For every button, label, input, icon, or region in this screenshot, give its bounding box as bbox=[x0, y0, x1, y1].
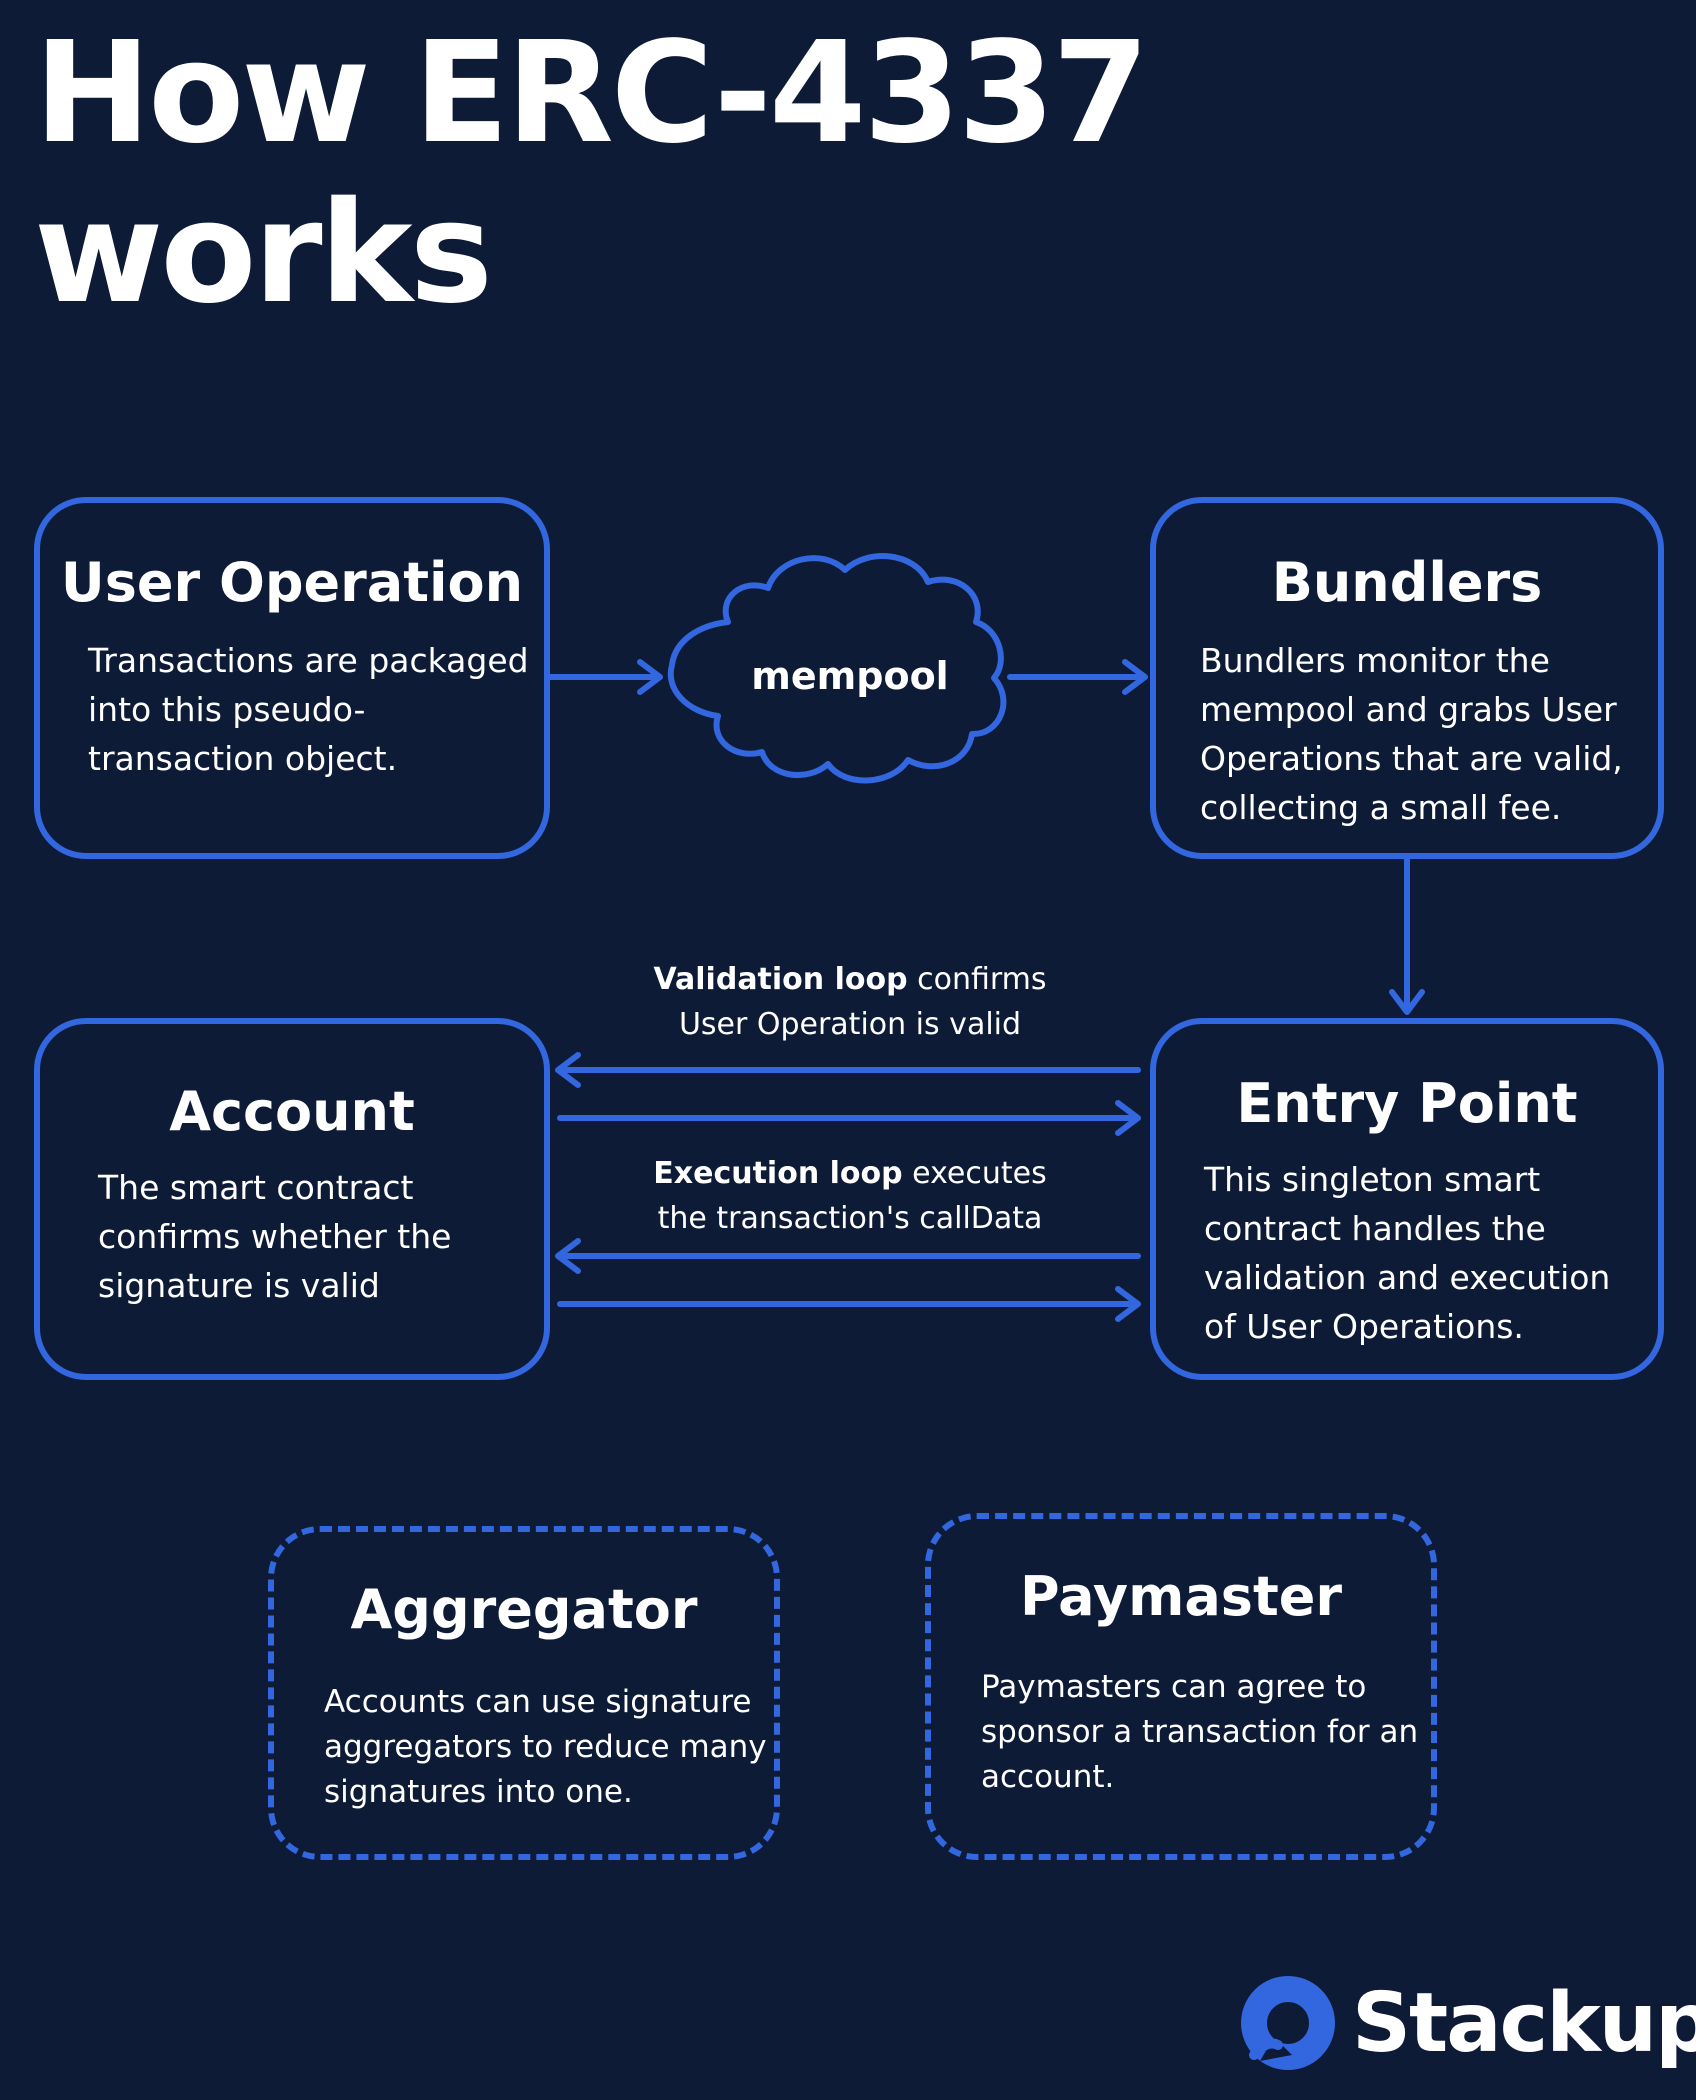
page-title: How ERC-4337 works bbox=[34, 12, 1150, 335]
account-line: The smart contract bbox=[98, 1168, 414, 1207]
bundlers-line: mempool and grabs User bbox=[1200, 690, 1617, 729]
user-operation-box: User Operation Transactions are packaged… bbox=[34, 497, 550, 859]
aggregator-title: Aggregator bbox=[350, 1578, 698, 1641]
aggregator-line: Accounts can use signature bbox=[324, 1684, 752, 1720]
arrowhead-validation-to-entrypoint bbox=[1115, 1100, 1141, 1136]
title-line-2: works bbox=[34, 172, 493, 335]
paymaster-line: sponsor a transaction for an bbox=[981, 1714, 1419, 1750]
paymaster-description: Paymasters can agree to sponsor a transa… bbox=[981, 1665, 1418, 1800]
paymaster-line: account. bbox=[981, 1759, 1115, 1795]
execution-loop-line2: the transaction's callData bbox=[657, 1201, 1043, 1236]
arrowhead-userop-to-mempool bbox=[637, 659, 663, 695]
bundlers-line: collecting a small fee. bbox=[1200, 788, 1562, 827]
mempool-cloud-icon bbox=[667, 553, 1007, 784]
brand-name: Stackup bbox=[1352, 1975, 1696, 2071]
validation-loop-caption: Validation loop confirms User Operation … bbox=[600, 957, 1100, 1047]
stackup-logo-icon bbox=[1241, 1976, 1335, 2070]
user-operation-title: User Operation bbox=[60, 551, 524, 614]
entry-point-line: contract handles the bbox=[1204, 1209, 1546, 1248]
entry-point-line: validation and execution bbox=[1204, 1258, 1611, 1297]
arrowhead-validation-to-account bbox=[555, 1052, 581, 1088]
arrowhead-execution-to-account bbox=[555, 1238, 581, 1274]
aggregator-box: Aggregator Accounts can use signature ag… bbox=[268, 1526, 780, 1860]
account-line: signature is valid bbox=[98, 1266, 380, 1305]
bundlers-description: Bundlers monitor the mempool and grabs U… bbox=[1200, 636, 1623, 832]
arrowhead-bundlers-to-entrypoint bbox=[1389, 989, 1425, 1015]
execution-loop-caption: Execution loop executes the transaction'… bbox=[600, 1151, 1100, 1241]
user-operation-line: into this pseudo- bbox=[88, 690, 366, 729]
user-operation-line: Transactions are packaged bbox=[88, 641, 529, 680]
paymaster-line: Paymasters can agree to bbox=[981, 1669, 1367, 1705]
entry-point-box: Entry Point This singleton smart contrac… bbox=[1150, 1018, 1664, 1380]
arrowhead-mempool-to-bundlers bbox=[1122, 659, 1148, 695]
stackup-brand: Stackup bbox=[1240, 1975, 1696, 2071]
entry-point-title: Entry Point bbox=[1236, 1072, 1578, 1135]
bundlers-line: Operations that are valid, bbox=[1200, 739, 1623, 778]
bundlers-box: Bundlers Bundlers monitor the mempool an… bbox=[1150, 497, 1664, 859]
validation-loop-line2: User Operation is valid bbox=[678, 1007, 1022, 1042]
execution-loop-label: Execution loop bbox=[653, 1156, 903, 1191]
entry-point-description: This singleton smart contract handles th… bbox=[1204, 1155, 1610, 1351]
title-line-1: How ERC-4337 bbox=[34, 12, 1150, 175]
mempool-label: mempool bbox=[751, 654, 949, 698]
account-description: The smart contract confirms whether the … bbox=[98, 1163, 451, 1310]
validation-loop-rest: confirms bbox=[907, 962, 1047, 997]
execution-loop-rest: executes bbox=[902, 1156, 1047, 1191]
aggregator-line: aggregators to reduce many bbox=[324, 1729, 767, 1765]
paymaster-title: Paymaster bbox=[1019, 1565, 1343, 1628]
account-line: confirms whether the bbox=[98, 1217, 452, 1256]
aggregator-description: Accounts can use signature aggregators t… bbox=[324, 1680, 767, 1815]
paymaster-box: Paymaster Paymasters can agree to sponso… bbox=[925, 1513, 1437, 1860]
entry-point-line: This singleton smart bbox=[1204, 1160, 1541, 1199]
aggregator-line: signatures into one. bbox=[324, 1774, 633, 1810]
user-operation-line: transaction object. bbox=[88, 739, 398, 778]
bundlers-title: Bundlers bbox=[1271, 551, 1543, 614]
validation-loop-label: Validation loop bbox=[653, 962, 908, 997]
user-operation-description: Transactions are packaged into this pseu… bbox=[88, 636, 529, 783]
bundlers-line: Bundlers monitor the bbox=[1200, 641, 1550, 680]
entry-point-line: of User Operations. bbox=[1204, 1307, 1524, 1346]
account-box: Account The smart contract confirms whet… bbox=[34, 1018, 550, 1380]
account-title: Account bbox=[169, 1080, 415, 1143]
arrowhead-execution-to-entrypoint bbox=[1115, 1286, 1141, 1322]
